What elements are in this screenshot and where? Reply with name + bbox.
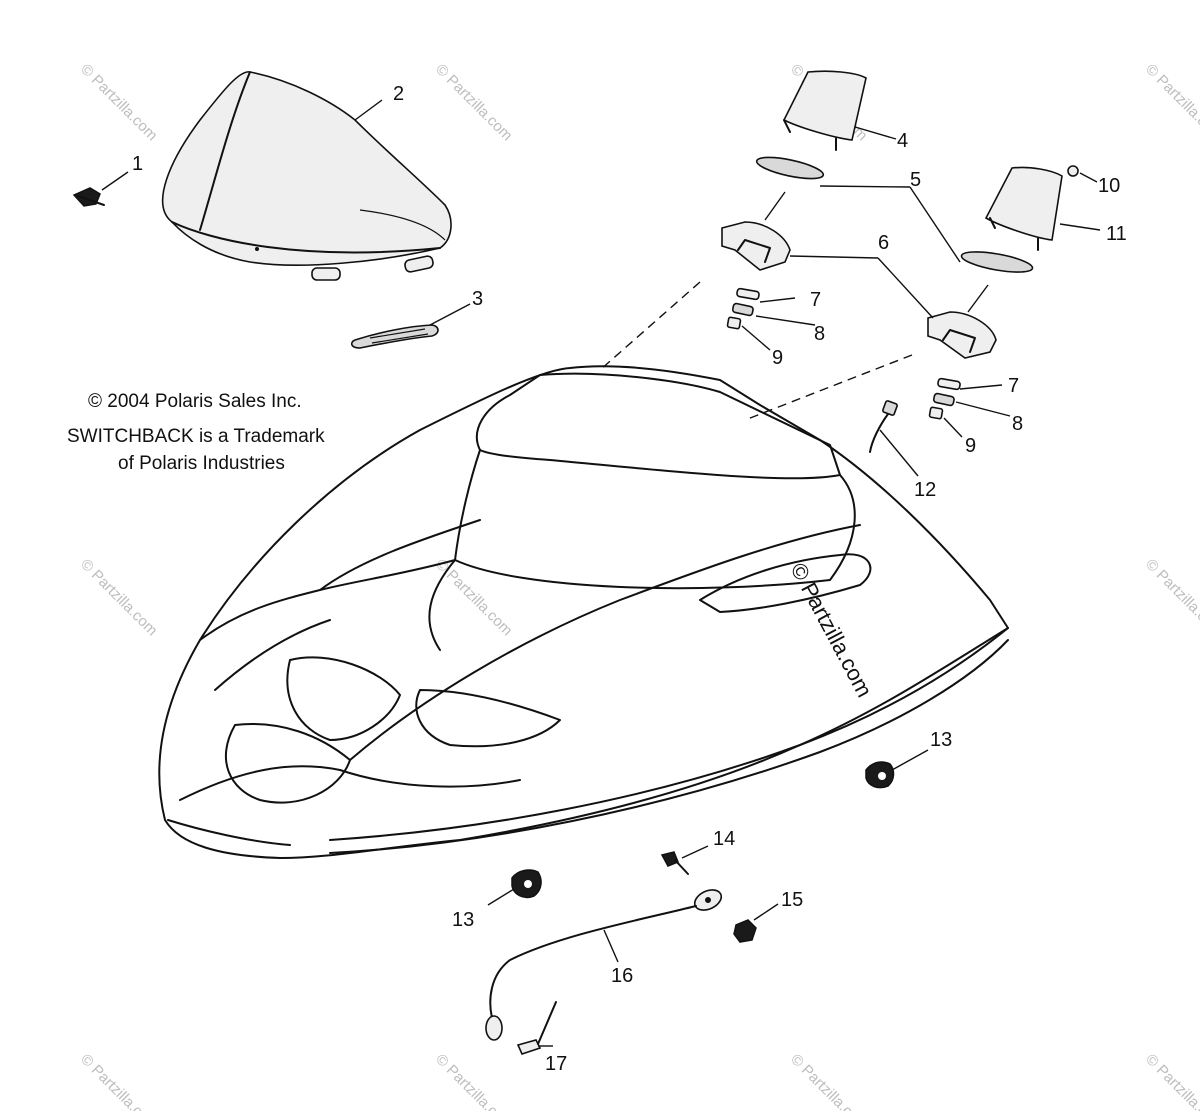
watermark: © Partzilla.com (432, 556, 515, 639)
callout-number: 10 (1098, 175, 1120, 197)
callout-number: 9 (965, 435, 976, 457)
tether-cable-part (485, 889, 723, 1041)
callout-number: 7 (810, 289, 821, 311)
callout-number: 6 (878, 232, 889, 254)
fastener-part (72, 187, 105, 207)
notes: © 2004 Polaris Sales Inc. SWITCHBACK is … (67, 391, 325, 474)
spring-stack-left (726, 287, 760, 330)
fastener-13-left (511, 869, 542, 899)
fastener-13-right (865, 761, 895, 789)
rivet-part (516, 1001, 557, 1055)
small-screw-part (1067, 165, 1079, 177)
callout-number: 16 (611, 965, 633, 987)
watermark: © Partzilla.com (77, 556, 160, 639)
callout-number: 9 (772, 347, 783, 369)
wire-connector-part (869, 400, 898, 453)
callout-number: 8 (814, 323, 825, 345)
trademark-note: SWITCHBACK is a Trademark (67, 426, 325, 447)
gauge-bezel-part (721, 221, 791, 271)
callout-number: 2 (393, 83, 404, 105)
spring-part (350, 324, 439, 349)
callout-number: 8 (1012, 413, 1023, 435)
callout-number: 13 (452, 909, 474, 931)
callout-number: 7 (1008, 375, 1019, 397)
watermark: © Partzilla.com (1142, 1051, 1200, 1111)
leader-lines (101, 99, 1101, 1047)
bolt-part (660, 851, 689, 875)
watermark: © Partzilla.com (1142, 556, 1200, 639)
callout-number: 3 (472, 288, 483, 310)
watermark: © Partzilla.com (1142, 61, 1200, 144)
gauge-bezel-part-right (927, 311, 997, 359)
watermark: © Partzilla.com (77, 61, 160, 144)
copyright-note: © 2004 Polaris Sales Inc. (88, 391, 302, 412)
gauge-cover-part-right (984, 166, 1063, 251)
center-watermark: © Partzilla.com (786, 559, 878, 702)
callout-number: 17 (545, 1053, 567, 1075)
spring-stack-right (928, 377, 961, 420)
callout-number: 4 (897, 130, 908, 152)
gauge-lens-part-right (960, 251, 1034, 273)
watermark: © Partzilla.com (77, 1051, 160, 1111)
callout-number: 5 (910, 169, 921, 191)
watermark: © Partzilla.com (787, 1051, 870, 1111)
trademark-note: of Polaris Industries (118, 453, 285, 474)
watermark: © Partzilla.com (432, 61, 515, 144)
callout-number: 12 (914, 479, 936, 501)
gauge-cover-part (782, 70, 867, 151)
hood-part (158, 365, 1009, 859)
watermark: © Partzilla.com (432, 1051, 515, 1111)
alignment-line (599, 281, 701, 371)
callout-number: 1 (132, 153, 143, 175)
gauge-lens-part (755, 156, 825, 180)
callout-number: 14 (713, 828, 735, 850)
callout-number: 11 (1106, 223, 1127, 245)
callouts: 1 2 3 4 5 6 7 8 9 10 11 7 8 9 12 13 13 1… (132, 83, 1127, 1075)
nut-part (733, 919, 757, 943)
callout-number: 15 (781, 889, 803, 911)
windshield-part (162, 71, 452, 281)
callout-number: 13 (930, 729, 952, 751)
